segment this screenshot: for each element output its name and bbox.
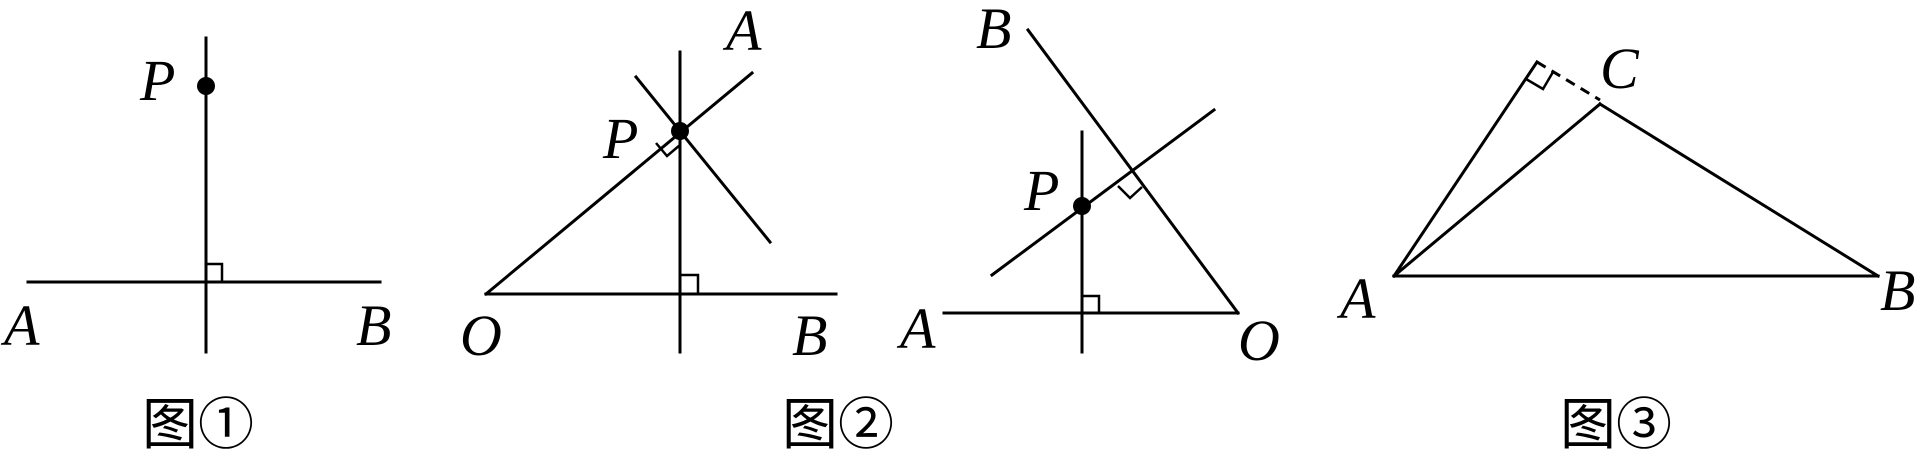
altitude-from-a [1391,59,1540,279]
right-angle-mark-oa [655,142,681,158]
right-angle-mark-ob [1117,185,1143,200]
label-b: B [1880,258,1915,323]
figure-caption: 图③ [1560,393,1672,458]
extension-of-bc [1536,60,1601,102]
label-p: P [1023,158,1059,223]
point-p [671,122,689,140]
right-angle-mark [206,262,224,282]
figure-1: P A B 图① [0,36,391,458]
label-b: B [976,0,1011,61]
side-cb [1597,101,1881,279]
label-b: B [356,293,391,358]
label-a: A [722,0,762,63]
ray-oa [483,70,755,297]
point-p [1073,197,1091,215]
label-p: P [602,106,638,171]
label-o: O [1238,308,1280,373]
right-angle-mark-ob [680,273,700,294]
right-angle-mark-oa [1082,294,1101,313]
label-a: A [1336,266,1376,331]
figure-2-right: B P A O [896,0,1280,373]
side-ac [1391,101,1603,279]
label-b: B [792,303,827,368]
figure-caption: 图② [782,393,894,458]
figure-2-left: A P O B 图② [460,0,894,458]
label-c: C [1600,36,1640,101]
point-p [197,77,215,95]
label-o: O [460,303,502,368]
figure-3: C A B 图③ [1336,36,1915,458]
perpendicular-to-oa [633,74,773,245]
figure-caption: 图① [142,393,254,458]
perpendicular-to-ob [989,107,1217,278]
label-a: A [0,293,40,358]
right-angle-mark [1525,71,1555,91]
label-p: P [139,48,175,113]
label-a: A [896,296,936,361]
